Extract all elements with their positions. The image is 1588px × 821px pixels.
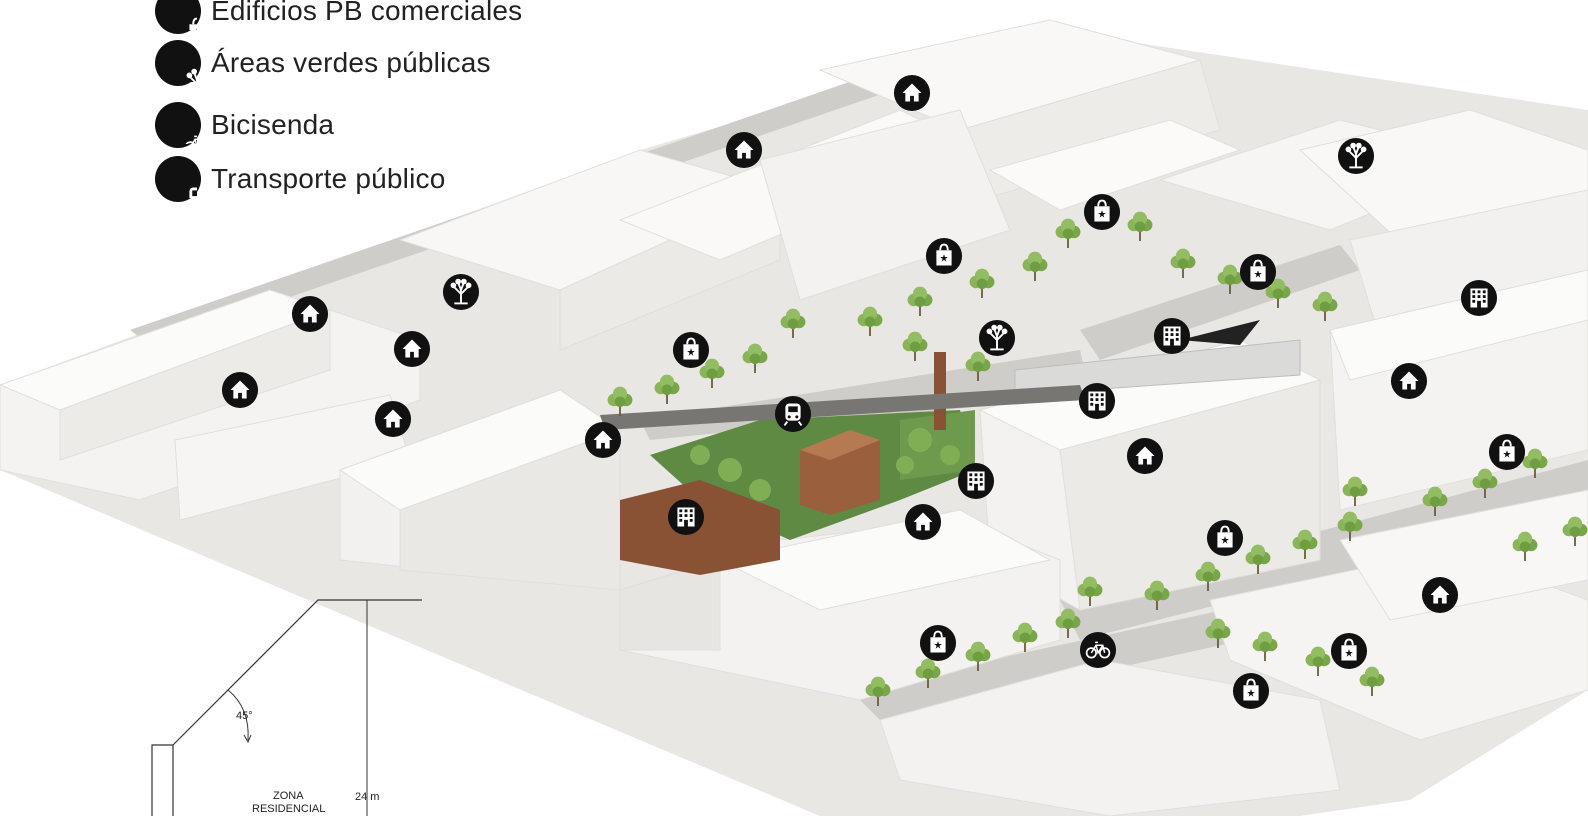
bicycle-icon [155,102,201,148]
shopping-bag-marker-12 [925,237,963,275]
house-marker-2 [291,295,329,333]
shopping-bag-marker-14 [672,331,710,369]
train-marker-28 [774,395,812,433]
legend-item-commercial: Edificios PB comerciales [155,0,522,34]
tree-icon [155,40,201,86]
legend-label: Edificios PB comerciales [211,0,523,26]
tree-marker-22 [978,319,1016,357]
legend-label: Bicisenda [211,109,335,140]
tree-marker-20 [1337,137,1375,175]
legend-label: Áreas verdes públicas [211,47,491,78]
shopping-bag-marker-11 [1083,193,1121,231]
shopping-bag-marker-19 [1232,672,1270,710]
house-marker-6 [584,421,622,459]
section-diagram: 45° 24 m ZONA RESIDENCIAL [140,590,460,816]
angle-label: 45° [236,710,253,722]
shopping-bag-marker-13 [1239,253,1277,291]
house-marker-8 [1126,437,1164,475]
office-building-marker-26 [957,462,995,500]
shopping-bag-marker-15 [1488,433,1526,471]
zone-label-2: RESIDENCIAL [252,803,326,815]
house-marker-3 [393,330,431,368]
chimney [934,352,946,430]
shopping-bag-marker-17 [919,624,957,662]
tree-marker-21 [442,273,480,311]
legend-label: Transporte público [211,163,446,194]
legend-item-green-areas: Áreas verdes públicas [155,40,491,86]
office-building-marker-27 [667,498,705,536]
house-marker-0 [893,74,931,112]
legend-item-bike-lane: Bicisenda [155,102,334,148]
house-marker-5 [374,400,412,438]
house-marker-1 [725,131,763,169]
train-icon [155,156,201,202]
house-marker-10 [1421,576,1459,614]
section-lines [151,599,422,816]
office-building-marker-25 [1078,382,1116,420]
house-marker-9 [1390,362,1428,400]
zone-label: ZONA [273,790,304,802]
legend-item-public-transport: Transporte público [155,156,445,202]
elevated-walkway [600,385,1085,430]
office-building-marker-24 [1153,317,1191,355]
shopping-bag-marker-16 [1206,519,1244,557]
house-marker-4 [221,371,259,409]
office-building-marker-23 [1460,279,1498,317]
shopping-bag-icon [155,0,201,34]
house-marker-7 [904,503,942,541]
height-label: 24 m [355,791,380,803]
shopping-bag-marker-18 [1330,632,1368,670]
bicycle-marker-29 [1079,631,1117,669]
